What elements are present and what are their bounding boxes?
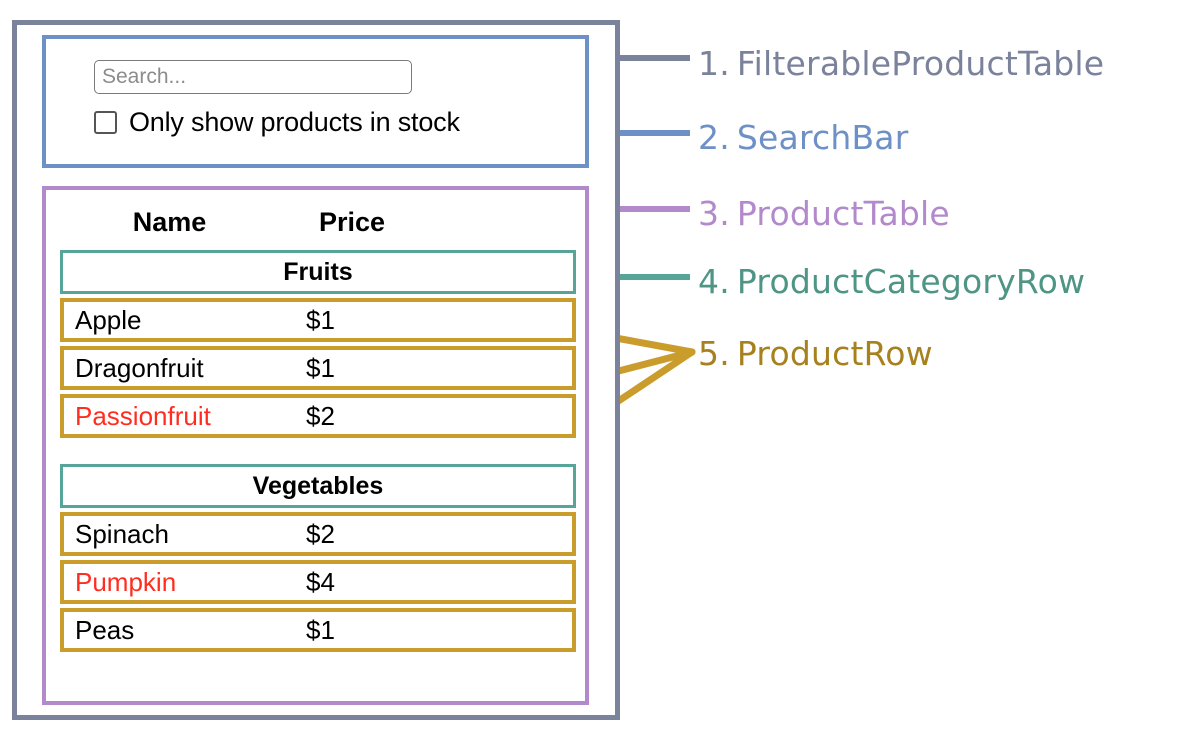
product-name: Passionfruit bbox=[75, 400, 211, 431]
product-name: Dragonfruit bbox=[75, 352, 204, 383]
product-price: $2 bbox=[306, 518, 335, 549]
product-row[interactable]: Peas $1 bbox=[60, 608, 576, 652]
product-table-header: Name Price bbox=[72, 200, 562, 244]
product-name: Apple bbox=[75, 304, 142, 335]
legend-text: FilterableProductTable bbox=[736, 44, 1105, 83]
product-category-label: Vegetables bbox=[252, 471, 384, 500]
product-price: $1 bbox=[306, 352, 335, 383]
product-name: Peas bbox=[75, 614, 135, 645]
product-name: Pumpkin bbox=[75, 566, 177, 597]
category-spacer bbox=[60, 442, 576, 464]
legend-number: 1. bbox=[698, 44, 730, 83]
search-bar: Only show products in stock bbox=[42, 35, 589, 168]
column-header-price: Price bbox=[318, 206, 386, 237]
search-input[interactable] bbox=[94, 60, 412, 94]
legend-text: ProductCategoryRow bbox=[736, 262, 1086, 301]
legend-text: SearchBar bbox=[736, 118, 909, 157]
checkbox-icon[interactable] bbox=[94, 111, 117, 134]
in-stock-filter-row[interactable]: Only show products in stock bbox=[94, 107, 460, 138]
legend-number: 3. bbox=[698, 194, 730, 233]
product-price: $2 bbox=[306, 400, 335, 431]
legend-item-filterable-product-table: 1.FilterableProductTable bbox=[698, 44, 1104, 83]
in-stock-filter-label: Only show products in stock bbox=[129, 107, 460, 137]
legend-text: ProductTable bbox=[736, 194, 950, 233]
product-name: Spinach bbox=[75, 518, 169, 549]
product-category-row: Vegetables bbox=[60, 464, 576, 508]
product-category-row: Fruits bbox=[60, 250, 576, 294]
product-table: Name Price Fruits Apple $1 Dragonfruit $… bbox=[42, 186, 589, 705]
legend-item-product-table: 3.ProductTable bbox=[698, 194, 950, 233]
product-row[interactable]: Pumpkin $4 bbox=[60, 560, 576, 604]
product-row[interactable]: Spinach $2 bbox=[60, 512, 576, 556]
product-row[interactable]: Apple $1 bbox=[60, 298, 576, 342]
legend-item-product-category-row: 4.ProductCategoryRow bbox=[698, 262, 1085, 301]
product-price: $1 bbox=[306, 304, 335, 335]
product-category-label: Fruits bbox=[283, 257, 353, 286]
legend-item-product-row: 5.ProductRow bbox=[698, 334, 933, 373]
legend-text: ProductRow bbox=[736, 334, 933, 373]
column-header-name: Name bbox=[132, 206, 207, 237]
product-price: $1 bbox=[306, 614, 335, 645]
legend-number: 4. bbox=[698, 262, 730, 301]
product-price: $4 bbox=[306, 566, 335, 597]
legend-number: 5. bbox=[698, 334, 730, 373]
legend-number: 2. bbox=[698, 118, 730, 157]
product-table-body: Fruits Apple $1 Dragonfruit $1 Passionfr… bbox=[60, 250, 576, 656]
product-row[interactable]: Dragonfruit $1 bbox=[60, 346, 576, 390]
legend-item-search-bar: 2.SearchBar bbox=[698, 118, 909, 157]
product-row[interactable]: Passionfruit $2 bbox=[60, 394, 576, 438]
